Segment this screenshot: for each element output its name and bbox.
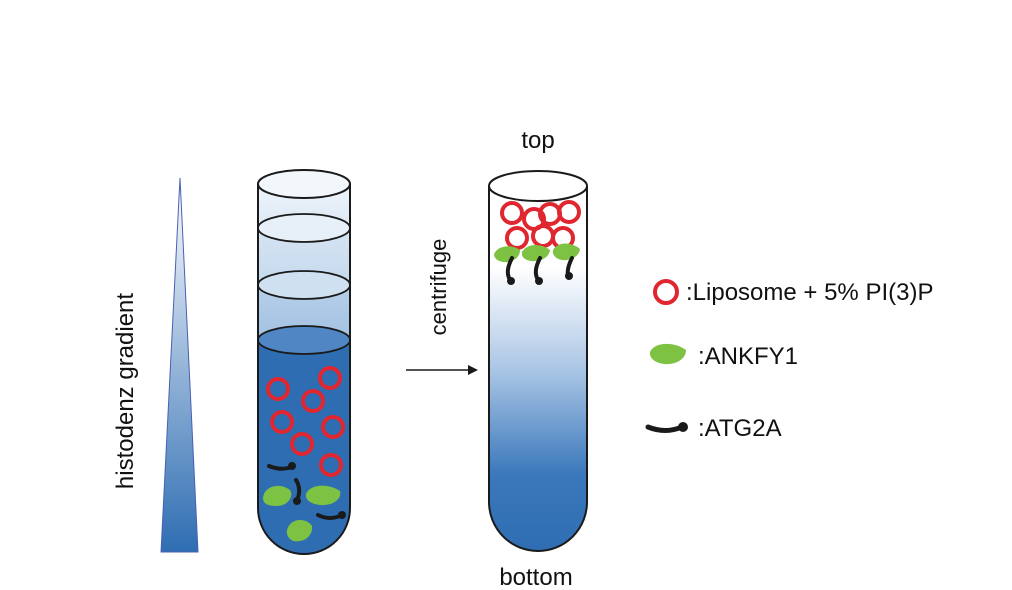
ankfy1-icon xyxy=(305,485,341,506)
legend-ankfy1-label: :ANKFY1 xyxy=(698,343,798,370)
tube-before xyxy=(257,169,351,555)
gradient-triangle xyxy=(160,177,199,553)
liposome-icon xyxy=(653,279,679,305)
tube-after xyxy=(488,170,588,552)
ankfy1-icon xyxy=(649,343,686,365)
atg2a-icon xyxy=(645,424,685,433)
ankfy1-icon xyxy=(521,244,550,262)
liposome-icon xyxy=(301,389,325,413)
ankfy1-icon xyxy=(286,520,313,542)
top-label: top xyxy=(521,127,554,154)
liposome-icon xyxy=(319,453,343,477)
centrifuge-label: centrifuge xyxy=(426,239,451,336)
legend-atg2a-label: :ATG2A xyxy=(698,415,782,442)
liposome-icon xyxy=(321,415,345,439)
bottom-label: bottom xyxy=(499,564,572,590)
liposome-icon xyxy=(290,432,314,456)
gradient-label: histodenz gradient xyxy=(112,293,139,489)
legend-liposome-label: :Liposome + 5% PI(3)P xyxy=(686,279,933,306)
liposome-icon xyxy=(266,377,290,401)
liposome-icon xyxy=(500,201,524,225)
liposome-icon xyxy=(270,410,294,434)
legend: :Liposome + 5% PI(3)P :ANKFY1 :ATG2A xyxy=(645,279,933,442)
ankfy1-icon xyxy=(552,243,580,261)
liposome-icon xyxy=(505,226,529,250)
liposome-icon xyxy=(557,200,581,224)
ankfy1-icon xyxy=(263,485,292,506)
liposome-icon xyxy=(318,366,342,390)
